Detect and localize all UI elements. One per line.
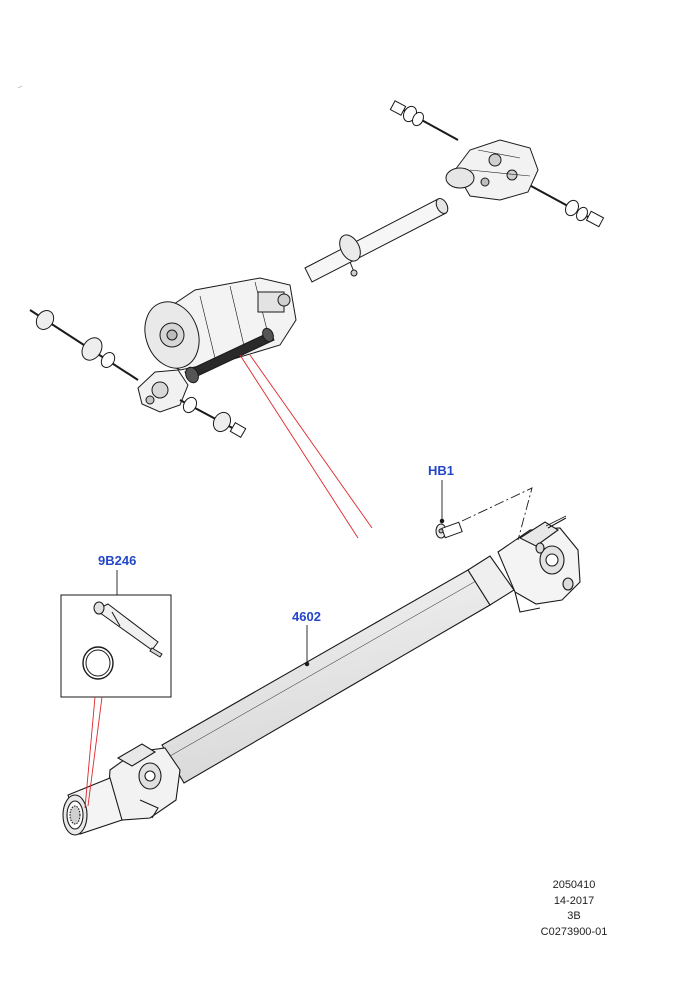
bolt-axis-line	[461, 487, 567, 541]
reference-line-4: C0273900-01	[540, 925, 608, 938]
reference-line-3: 3B	[567, 910, 581, 922]
rear-universal-joint	[497, 517, 581, 613]
callout-4602[interactable]: 4602	[292, 609, 321, 624]
oring-icon	[82, 646, 114, 680]
transmission	[144, 277, 297, 371]
grease-icon	[93, 601, 163, 658]
bolt-icon	[435, 521, 463, 539]
reference-block: 2050410 14-2017 3B C0273900-01	[514, 878, 634, 940]
service-kit-box	[60, 594, 172, 698]
propeller-shaft-illustration	[62, 517, 581, 836]
rear-half-shaft-right	[519, 179, 605, 228]
front-spline-end	[62, 777, 123, 836]
callout-hb1[interactable]: HB1	[428, 463, 455, 478]
rear-prop-shaft	[304, 198, 449, 283]
stray-mark	[17, 85, 23, 89]
shaft-tube	[161, 569, 491, 784]
overview-leader-lines	[239, 354, 373, 539]
reference-line-1: 2050410	[552, 879, 596, 891]
front-prop-shaft-highlight	[184, 327, 275, 384]
front-half-shaft-left	[29, 309, 139, 381]
kit-leader-lines	[84, 696, 103, 809]
rear-differential	[445, 139, 539, 201]
drivetrain-overview-illustration	[29, 100, 605, 439]
front-universal-joint	[107, 743, 181, 821]
rear-half-shaft-left	[389, 100, 459, 141]
callout-leaders	[116, 480, 445, 667]
front-half-shaft-right	[179, 396, 247, 439]
callout-9b246[interactable]: 9B246	[98, 553, 137, 568]
reference-line-2: 14-2017	[553, 894, 595, 907]
front-differential	[137, 369, 189, 413]
